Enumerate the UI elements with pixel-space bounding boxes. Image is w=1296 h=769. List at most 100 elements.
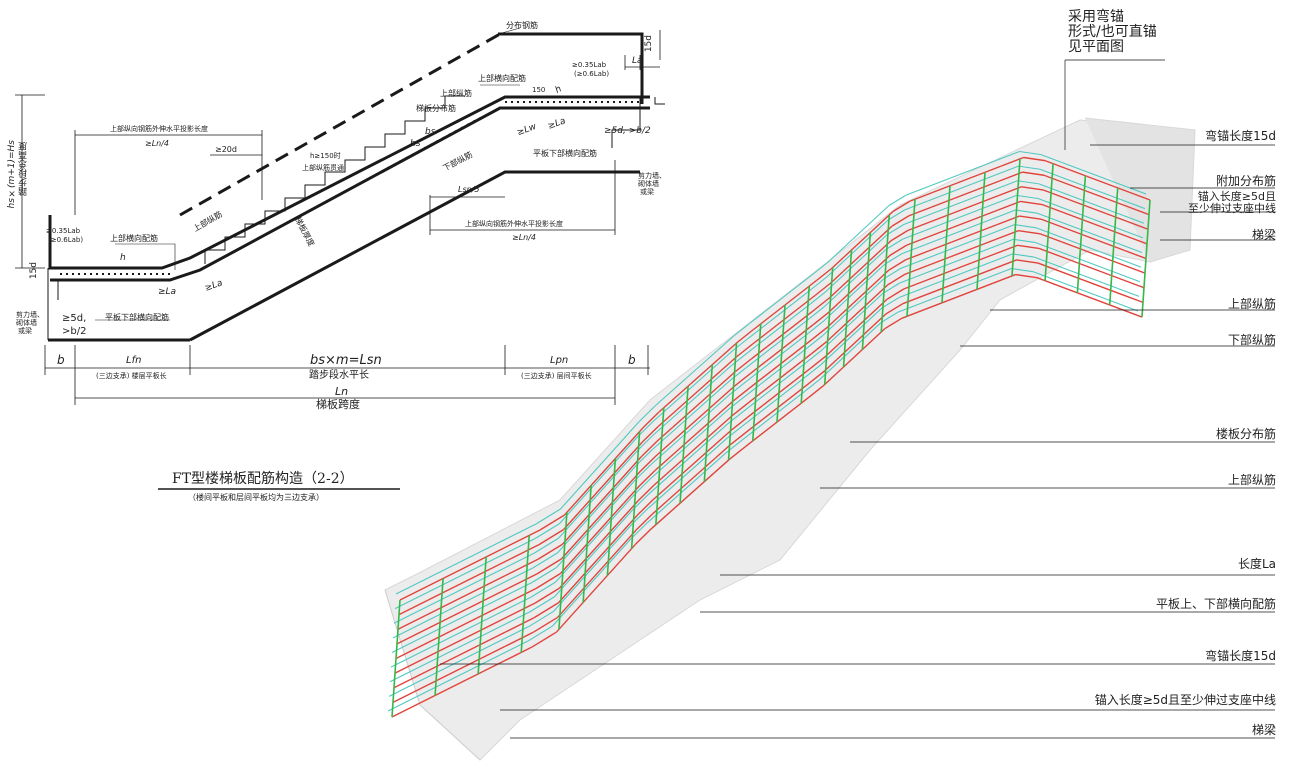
longitudinal-bar — [950, 232, 975, 243]
longitudinal-bar-top — [716, 350, 734, 366]
longitudinal-bar — [836, 347, 850, 360]
longitudinal-bar — [684, 457, 701, 473]
longitudinal-bar — [640, 440, 658, 458]
longitudinal-bar — [478, 616, 508, 632]
longitudinal-bar-top — [670, 377, 687, 393]
longitudinal-bar — [699, 443, 717, 459]
longitudinal-bar — [571, 596, 589, 616]
longitudinal-bar-top — [920, 294, 944, 305]
longitudinal-bar — [837, 332, 851, 346]
longitudinal-bar — [563, 497, 581, 516]
longitudinal-bar — [827, 315, 841, 328]
longitudinal-bar-top — [900, 259, 924, 269]
longitudinal-bar-top — [712, 408, 730, 424]
transverse-bar — [976, 172, 986, 290]
longitudinal-bar — [421, 659, 451, 675]
longitudinal-bar-top — [922, 265, 946, 275]
longitudinal-bar-top — [899, 273, 923, 284]
label-top-long-ext-right: 上部纵向钢筋外伸水平投影长度 — [465, 220, 563, 228]
longitudinal-bar — [877, 254, 891, 268]
longitudinal-bar — [780, 350, 798, 365]
longitudinal-bar — [885, 303, 904, 315]
label-top-trans-bar-right: 上部横向配筋 — [478, 74, 526, 83]
longitudinal-bar — [924, 300, 948, 311]
longitudinal-bar — [624, 456, 642, 475]
longitudinal-bar-top — [872, 263, 886, 276]
longitudinal-bar — [607, 503, 625, 522]
longitudinal-bar-top — [1036, 212, 1059, 222]
longitudinal-bar-top — [529, 596, 555, 613]
longitudinal-bar — [953, 188, 978, 200]
longitudinal-bar-top — [777, 330, 795, 344]
longitudinal-bar — [1059, 255, 1082, 265]
longitudinal-bar — [1084, 204, 1107, 215]
callout-slab-dist-bar: 楼板分布筋 — [1215, 427, 1276, 441]
transverse-bar — [520, 535, 531, 653]
label-dim-lfn-note: (三边支承) 楼层平板长 — [96, 372, 167, 380]
longitudinal-bar — [826, 329, 840, 343]
longitudinal-bar-top — [746, 354, 763, 368]
longitudinal-bar-top — [631, 508, 649, 525]
longitudinal-bar — [619, 529, 637, 548]
label-h-left: h — [120, 253, 126, 263]
label-wall-left-3: 或梁 — [18, 327, 32, 335]
longitudinal-bar — [1104, 227, 1127, 237]
label-hs: hs — [410, 139, 421, 149]
longitudinal-bar-top — [758, 386, 776, 400]
longitudinal-bar-top — [416, 667, 446, 683]
longitudinal-bar — [477, 631, 507, 647]
longitudinal-bar-top — [505, 552, 535, 568]
longitudinal-bar — [618, 544, 636, 563]
longitudinal-bar — [879, 225, 893, 239]
longitudinal-bar — [731, 416, 748, 431]
callout-length-la: 长度La — [1237, 557, 1276, 571]
longitudinal-bar-top — [717, 335, 735, 351]
longitudinal-bar-top — [772, 403, 790, 417]
longitudinal-bar-top — [622, 435, 639, 454]
longitudinal-bar — [698, 457, 716, 473]
longitudinal-bar — [1057, 284, 1080, 295]
longitudinal-bar-top — [1053, 279, 1076, 288]
longitudinal-bar-top — [763, 313, 781, 327]
transverse-bar — [1011, 158, 1021, 276]
longitudinal-bar-top — [623, 421, 640, 440]
transverse-bar — [1076, 175, 1087, 293]
longitudinal-bar — [482, 558, 512, 574]
longitudinal-bar-top — [810, 291, 827, 305]
longitudinal-bar-top — [589, 485, 607, 504]
longitudinal-bar-top — [1102, 192, 1125, 202]
longitudinal-bar — [763, 377, 781, 391]
longitudinal-bar — [653, 470, 671, 486]
longitudinal-bar-top — [650, 450, 668, 465]
longitudinal-bar-top — [621, 450, 638, 469]
longitudinal-bar-top — [759, 371, 777, 385]
longitudinal-bar-top — [884, 253, 903, 265]
callout-top-3: 见平面图 — [1068, 39, 1124, 55]
longitudinal-bar-top — [504, 567, 534, 583]
longitudinal-bar — [511, 529, 541, 545]
longitudinal-bar-top — [1122, 214, 1145, 224]
longitudinal-bar — [764, 362, 782, 377]
longitudinal-bar — [884, 317, 903, 330]
longitudinal-bar — [782, 321, 800, 335]
longitudinal-bar — [808, 384, 825, 399]
callout-stair-beam-bottom: 梯梁 — [1251, 723, 1276, 737]
longitudinal-bar-top — [713, 394, 731, 409]
longitudinal-bar-top — [701, 349, 719, 365]
longitudinal-bar-top — [591, 456, 609, 475]
longitudinal-bar — [419, 688, 449, 704]
longitudinal-bar-top — [994, 180, 1018, 191]
label-ln4-left: ≥Ln/4 — [145, 139, 170, 148]
longitudinal-bar-top — [875, 219, 889, 232]
longitudinal-bar — [1038, 247, 1061, 257]
longitudinal-bar — [1015, 273, 1038, 279]
longitudinal-bar — [781, 336, 799, 350]
longitudinal-bar — [873, 313, 887, 326]
longitudinal-bar — [954, 174, 979, 185]
longitudinal-bar-top — [636, 434, 654, 452]
longitudinal-bar — [666, 500, 683, 516]
longitudinal-bar — [604, 546, 622, 566]
longitudinal-bar-top — [833, 327, 847, 340]
longitudinal-bar-top — [500, 625, 530, 641]
longitudinal-bar — [975, 194, 1000, 205]
